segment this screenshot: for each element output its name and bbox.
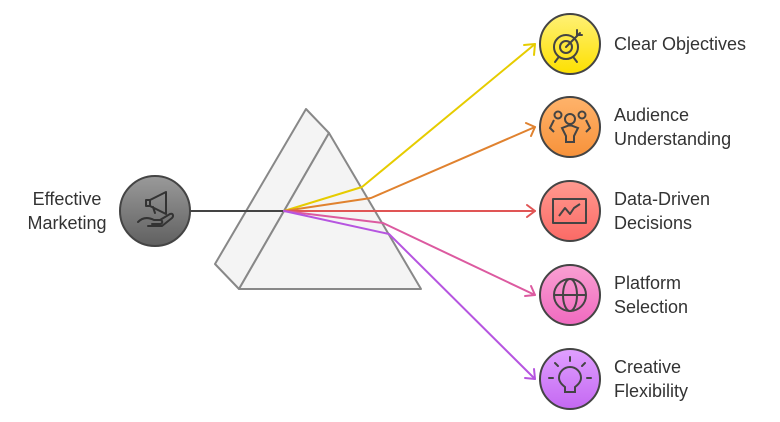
source-node: Effective Marketing — [27, 175, 191, 247]
source-label-line1: Effective — [33, 189, 102, 209]
lightbulb-icon — [548, 356, 592, 393]
ray-creative-flexibility — [283, 210, 536, 380]
ray-clear-objectives — [283, 43, 536, 212]
output-label-line2: Decisions — [614, 213, 692, 233]
output-label-line1: Clear Objectives — [614, 34, 746, 54]
source-label-line2: Marketing — [27, 213, 106, 233]
chart-icon — [552, 198, 587, 224]
output-label-line1: Creative — [614, 357, 681, 377]
output-node-clear-objectives: Clear Objectives — [539, 13, 746, 75]
people-icon — [548, 110, 592, 143]
output-node-audience-understanding: Audience Understanding — [539, 96, 731, 158]
ray-audience-understanding — [283, 122, 536, 212]
prism — [214, 108, 422, 290]
output-label-line1: Data-Driven — [614, 189, 710, 209]
output-label-line2: Selection — [614, 297, 688, 317]
target-icon — [553, 29, 583, 63]
ray-platform-selection — [283, 210, 536, 297]
output-node-data-driven-decisions: Data-Driven Decisions — [539, 180, 710, 242]
output-label-line1: Platform — [614, 273, 681, 293]
globe-icon — [553, 278, 587, 312]
output-node-creative-flexibility: Creative Flexibility — [539, 348, 688, 410]
output-label-line1: Audience — [614, 105, 689, 125]
output-label-line2: Understanding — [614, 129, 731, 149]
ray-data-driven-decisions — [283, 204, 536, 218]
megaphone-hand-icon — [137, 191, 175, 227]
output-node-platform-selection: Platform Selection — [539, 264, 688, 326]
output-label-line2: Flexibility — [614, 381, 688, 401]
